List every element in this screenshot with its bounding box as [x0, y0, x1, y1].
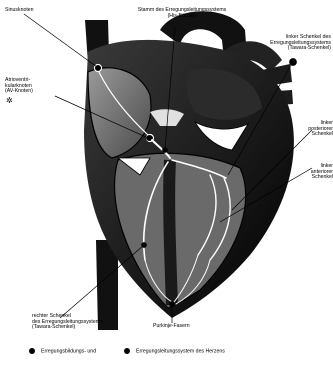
- septum: [169, 160, 172, 305]
- label-left-bundle: linker Schenkel des Erregungsleitungssys…: [270, 35, 331, 52]
- legend-dot-icon: [124, 348, 130, 354]
- pointer-dot-av: [147, 136, 152, 141]
- label-anterior-line3: Schenkel: [311, 175, 333, 181]
- label-av-node: Atrioventri- kularknoten (AV-Knoten): [5, 78, 33, 95]
- pointer-dot-left-bundle: [290, 59, 297, 66]
- label-posterior-fascicle: linker posteriorer Schenkel: [308, 121, 333, 138]
- label-sinusknoten: Sinusknoten: [5, 8, 34, 14]
- legend-item-1: Erregungsbildungs- und: [29, 348, 96, 354]
- legend-item-1-text: Erregungsbildungs- und: [41, 348, 96, 354]
- pointer-dot-right-bundle: [142, 243, 147, 248]
- label-left-bundle-line3: (Tawara-Schenkel): [270, 46, 331, 52]
- pointer-dot-his: [163, 148, 168, 153]
- legend-item-2-text: Erregungsleitungssystem des Herzens: [136, 348, 225, 354]
- pointer-dot-purkinje: [170, 302, 175, 307]
- label-his-bundle: Stamm des Erregungsleitungssystems (His-…: [127, 8, 237, 19]
- label-posterior-line3: Schenkel: [308, 132, 333, 138]
- label-his-line2: (His-Bündel): [127, 14, 237, 20]
- star-mark: ✲: [6, 97, 13, 105]
- label-purkinje: Purkinje-Fasern: [153, 324, 190, 330]
- label-sinusknoten-text: Sinusknoten: [5, 8, 34, 14]
- label-right-bundle: rechter Schenkel des Erregungsleitungssy…: [32, 314, 103, 331]
- label-right-bundle-line3: (Tawara-Schenkel): [32, 325, 103, 331]
- legend-item-2: Erregungsleitungssystem des Herzens: [124, 348, 225, 354]
- label-anterior-fascicle: linker anteriorer Schenkel: [311, 164, 333, 181]
- legend-dot-icon: [29, 348, 35, 354]
- pointer-dot-sinusknoten: [96, 66, 101, 71]
- label-av-line3: (AV-Knoten): [5, 89, 33, 95]
- label-purkinje-text: Purkinje-Fasern: [153, 324, 190, 330]
